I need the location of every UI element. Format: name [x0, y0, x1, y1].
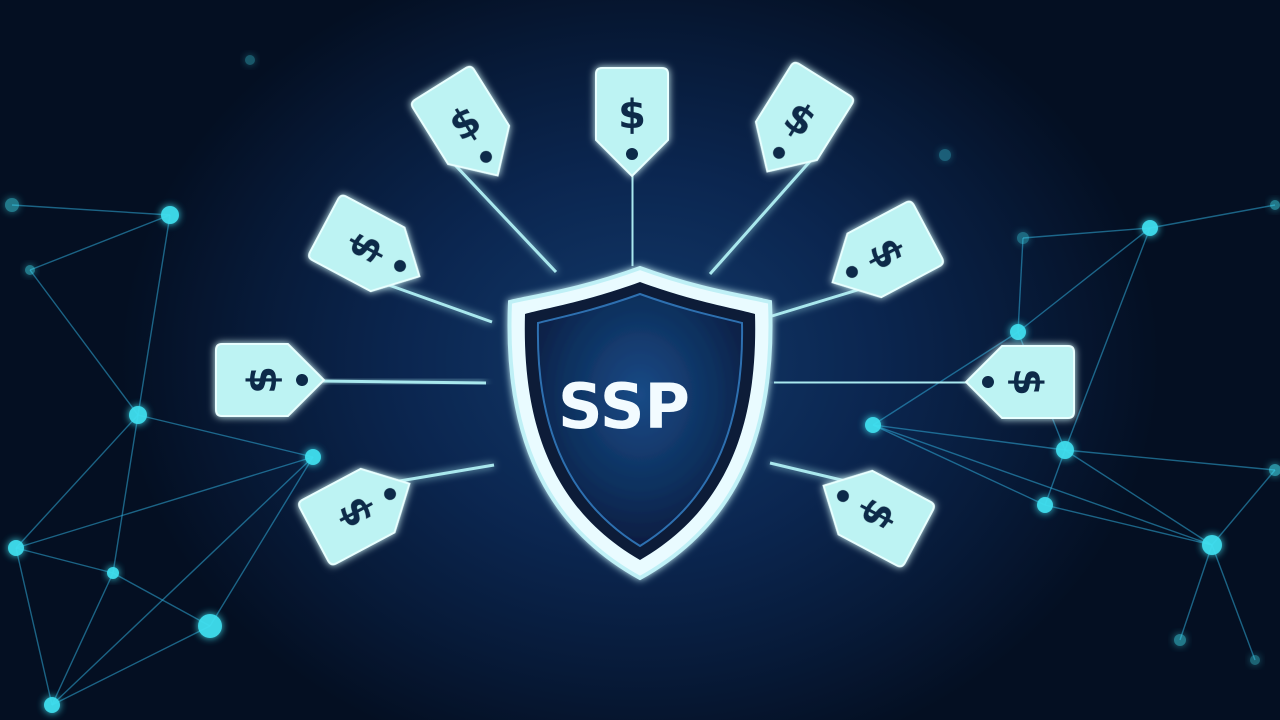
network-right-line [1064, 449, 1213, 546]
network-left-line [15, 547, 114, 574]
price-tag-hole [772, 146, 785, 159]
price-tag-body [308, 194, 421, 293]
network-left-line [51, 572, 114, 706]
shield-label: SSP [558, 370, 690, 443]
network-right-line [1044, 449, 1066, 506]
dollar-sign-icon: $ [240, 366, 286, 394]
network-right-line [1022, 227, 1151, 239]
price-tag-icon: $ [964, 345, 1075, 419]
dollar-sign-icon: $ [1004, 368, 1050, 396]
network-node-icon [1270, 200, 1280, 210]
network-left-line [15, 414, 139, 549]
price-tag-body [822, 469, 935, 568]
price-tag-body [595, 67, 669, 178]
network-node-icon [1250, 655, 1260, 665]
network-left-line [11, 204, 171, 216]
network-right-line [1017, 237, 1024, 333]
network-right-line [1064, 449, 1276, 471]
network-right-line [872, 424, 1066, 451]
network-right-line [1064, 227, 1151, 451]
network-left-line [137, 214, 171, 416]
network-node-icon [1142, 220, 1158, 236]
price-tag-icon: $ [410, 65, 511, 177]
price-tag-hole [845, 265, 858, 278]
network-right-line [1017, 227, 1151, 333]
network-node-icon [305, 449, 321, 465]
price-tag-body [754, 61, 855, 173]
network-node-icon [1174, 634, 1186, 646]
network-left-line [51, 625, 211, 706]
network-node-icon [939, 149, 951, 161]
network-left-line [15, 547, 53, 706]
network-left-line [209, 456, 314, 627]
network-right-line [1211, 544, 1256, 661]
price-tag-icon: $ [831, 200, 944, 299]
network-right-line [872, 424, 1213, 546]
network-left [5, 55, 321, 713]
dollar-sign-icon: $ [618, 92, 646, 138]
network-right-line [1211, 469, 1276, 546]
network-node-icon [1037, 497, 1053, 513]
network-left-line [15, 456, 314, 549]
network-node-icon [1269, 464, 1280, 476]
network-node-icon [25, 265, 35, 275]
network-left-line [137, 414, 314, 458]
price-tag-hole [480, 150, 493, 163]
network-left-line [29, 269, 139, 416]
tag-connector [447, 157, 558, 274]
network-node-icon [1056, 441, 1074, 459]
price-tag-body [964, 345, 1075, 419]
tag-connector [708, 153, 818, 275]
price-tag-icon: $ [754, 61, 855, 173]
network-node-icon [44, 697, 60, 713]
price-tag-hole [626, 148, 638, 160]
price-tags: $ $ $ $ $ $ $ $ $ [215, 61, 1075, 568]
price-tag-icon: $ [822, 469, 935, 568]
network-node-icon [1010, 324, 1026, 340]
price-tag-hole [394, 259, 407, 272]
price-tag-icon: $ [595, 67, 669, 178]
network-node-icon [161, 206, 179, 224]
network-right-line [1179, 544, 1213, 641]
price-tag-icon: $ [298, 467, 411, 566]
network-node-icon [5, 198, 19, 212]
network-node-icon [1017, 232, 1029, 244]
network-right-line [872, 424, 1046, 506]
network-left-line [112, 572, 211, 627]
network-right-line [872, 331, 1019, 426]
price-tag-body [831, 200, 944, 299]
network-node-icon [107, 567, 119, 579]
network-left-line [29, 214, 171, 271]
price-tag-icon: $ [215, 343, 326, 417]
network-node-icon [8, 540, 24, 556]
network-right-line [1044, 504, 1213, 546]
network-node-icon [1202, 535, 1222, 555]
network-node-icon [129, 406, 147, 424]
price-tag-hole [296, 374, 308, 386]
shield-icon [507, 265, 773, 581]
network-node-icon [198, 614, 222, 638]
network-right [865, 149, 1280, 665]
price-tag-body [298, 467, 411, 566]
network-left-line [51, 456, 314, 706]
network-right-line [1149, 204, 1276, 229]
network-left-line [112, 414, 139, 574]
price-tag-body [215, 343, 326, 417]
price-tag-hole [982, 376, 994, 388]
network-node-icon [865, 417, 881, 433]
price-tag-hole [836, 490, 849, 503]
price-tag-icon: $ [308, 194, 421, 293]
price-tag-hole [384, 488, 397, 501]
network-node-icon [245, 55, 255, 65]
price-tag-body [410, 65, 511, 177]
